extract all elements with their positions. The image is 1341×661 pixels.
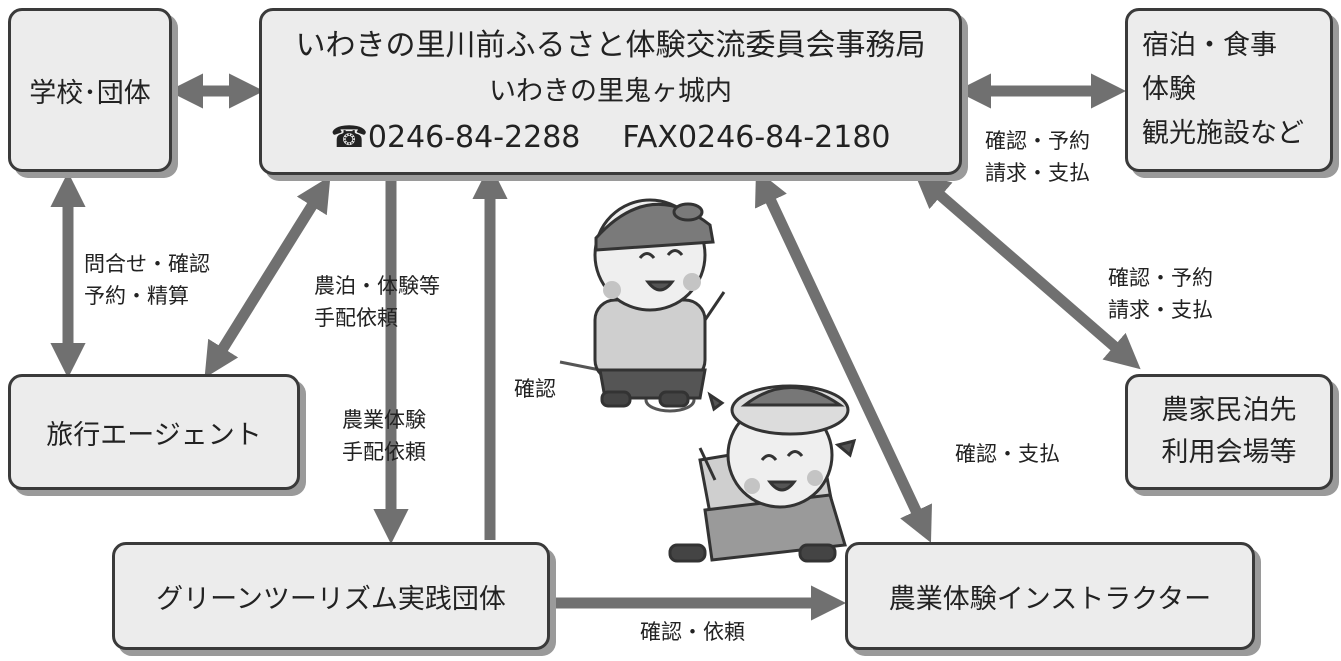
- school-box: 学校･団体: [8, 8, 172, 172]
- label-lodging-link-line-1: 確認・予約: [985, 129, 1090, 153]
- label-farm-exp-request: 農業体験 手配依頼: [342, 404, 426, 468]
- phone-number: ☎0246-84-2288: [330, 119, 581, 155]
- central-office-contacts: ☎0246-84-2288 FAX0246-84-2180: [331, 115, 891, 161]
- girl-figure: [668, 384, 857, 563]
- label-confirm: 確認: [514, 373, 556, 405]
- label-farm-exp-line-2: 手配依頼: [342, 440, 426, 464]
- label-confirm-request-text: 確認・依頼: [640, 620, 745, 644]
- arrow-agent-central: [204, 176, 331, 378]
- label-farm-link-line-2: 請求・支払: [1108, 298, 1213, 322]
- central-office-box: いわきの里川前ふるさと体験交流委員会事務局 いわきの里鬼ヶ城内 ☎0246-84…: [259, 8, 962, 175]
- arrow-central-instructor: [755, 169, 932, 543]
- travel-agent-label: 旅行エージェント: [46, 419, 262, 451]
- farm-lodging-line-1: 農家民泊先: [1161, 395, 1297, 426]
- label-confirm-text: 確認: [514, 377, 556, 401]
- lodging-box: 宿泊・食事 体験 観光施設など: [1125, 8, 1333, 172]
- label-inquiry-line-1: 問合せ・確認: [84, 252, 210, 276]
- boy-figure: [559, 198, 726, 413]
- label-farm-link-line-1: 確認・予約: [1108, 266, 1213, 290]
- label-farm-exp-line-1: 農業体験: [342, 408, 426, 432]
- label-confirm-request: 確認・依頼: [640, 616, 745, 648]
- arrow-central-farm: [914, 172, 1141, 370]
- green-tourism-box: グリーンツーリズム実践団体: [112, 542, 550, 650]
- label-confirm-pay-text: 確認・支払: [955, 442, 1060, 466]
- school-label: 学校･団体: [29, 77, 151, 109]
- label-farm-stay-request: 農泊・体験等 手配依頼: [314, 270, 440, 334]
- travel-agent-box: 旅行エージェント: [8, 374, 300, 490]
- lodging-line-1: 宿泊・食事: [1142, 30, 1277, 61]
- lodging-line-2: 体験: [1142, 74, 1196, 105]
- label-farm-link: 確認・予約 請求・支払: [1108, 262, 1213, 326]
- farm-lodging-box: 農家民泊先 利用会場等: [1125, 374, 1333, 490]
- label-farm-stay-line-2: 手配依頼: [314, 306, 398, 330]
- label-farm-stay-line-1: 農泊・体験等: [314, 274, 440, 298]
- lodging-line-3: 観光施設など: [1142, 118, 1304, 149]
- central-office-location: いわきの里鬼ヶ城内: [489, 75, 732, 107]
- label-confirm-pay: 確認・支払: [955, 438, 1060, 470]
- green-tourism-label: グリーンツーリズム実践団体: [156, 583, 506, 615]
- instructor-box: 農業体験インストラクター: [845, 542, 1255, 650]
- fax-number: FAX0246-84-2180: [622, 119, 891, 155]
- label-inquiry-line-2: 予約・精算: [84, 284, 189, 308]
- label-lodging-link-line-2: 請求・支払: [985, 161, 1090, 185]
- label-lodging-link: 確認・予約 請求・支払: [985, 125, 1090, 189]
- central-office-title: いわきの里川前ふるさと体験交流委員会事務局: [295, 27, 926, 63]
- label-inquiry: 問合せ・確認 予約・精算: [84, 248, 210, 312]
- farm-lodging-line-2: 利用会場等: [1161, 437, 1297, 468]
- instructor-label: 農業体験インストラクター: [888, 583, 1212, 615]
